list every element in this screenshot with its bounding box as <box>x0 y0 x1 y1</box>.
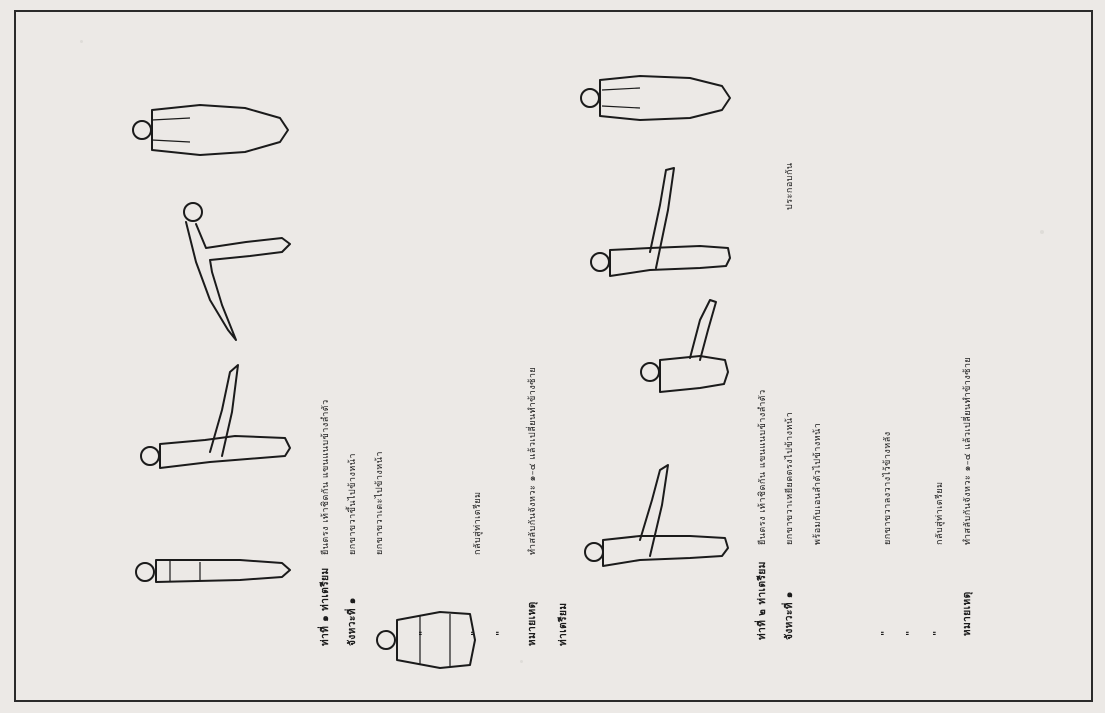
section-b-step-2: " <box>880 630 891 636</box>
section-a-note-label: หมายเหตุ <box>525 601 540 646</box>
figure-a3-kick <box>184 203 290 340</box>
section-b-line-1: ยืนตรง เท้าชิดกัน แขนแนบข้างลำตัว <box>755 389 769 545</box>
section-a-line-5: ทำสลับกันจังหวะ ๑–๔ แล้วเปลี่ยนทำข้างซ้า… <box>525 367 539 555</box>
section-b-line-4: ยกขาขวาลงวางไว้ข้างหลัง <box>880 431 894 545</box>
section-a-step-3: " <box>470 630 481 636</box>
section-b-line-3: พร้อมกับเอนลำตัวไปข้างหน้า <box>810 423 824 545</box>
figure-b1-forward-lean <box>585 465 728 566</box>
section-a-line-3: ยกขาขวาเตะไปข้างหน้า <box>372 451 386 555</box>
section-a-heading: ท่าที่ ๑ ท่าเตรียม <box>318 567 333 646</box>
figure-middle-standing <box>377 612 475 668</box>
section-a-step-2: " <box>418 630 429 636</box>
section-a-line-2: ยกขาขวาขึ้นไปข้างหน้า <box>345 453 359 555</box>
section-b-step-1: จังหวะที่ ๑ <box>782 591 797 640</box>
figure-a2-leg-raise <box>141 365 290 468</box>
figure-a1-standing <box>136 560 290 582</box>
section-a-line-1: ยืนตรง เท้าชิดกัน แขนแนบข้างลำตัว <box>318 399 332 555</box>
section-a-step-4: " <box>495 630 506 636</box>
section-b-note-label: หมายเหตุ <box>960 591 975 636</box>
figure-a4-standing <box>133 105 288 155</box>
figure-b3-leg-back <box>591 168 730 276</box>
section-b-line-6: ทำสลับกันจังหวะ ๑–๔ แล้วเปลี่ยนทำข้างซ้า… <box>960 357 974 545</box>
section-a-step-1: จังหวะที่ ๑ <box>345 597 360 646</box>
section-b-line-5: กลับสู่ท่าเตรียม <box>932 481 946 545</box>
section-b-step-3: " <box>905 630 916 636</box>
section-b-heading: ท่าที่ ๒ ท่าเตรียม <box>755 561 770 640</box>
figure-b2-leg-up <box>641 300 728 392</box>
section-a-line-4: กลับสู่ท่าเตรียม <box>470 491 484 555</box>
section-b-step-4: " <box>932 630 943 636</box>
middle-label: ท่าเตรียม <box>556 603 571 646</box>
section-b-side-note: ประกอบกัน <box>782 162 796 210</box>
figure-b4-standing <box>581 76 730 120</box>
section-b-line-2: ยกขาขวาเหยียดตรงไปข้างหน้า <box>782 412 796 545</box>
